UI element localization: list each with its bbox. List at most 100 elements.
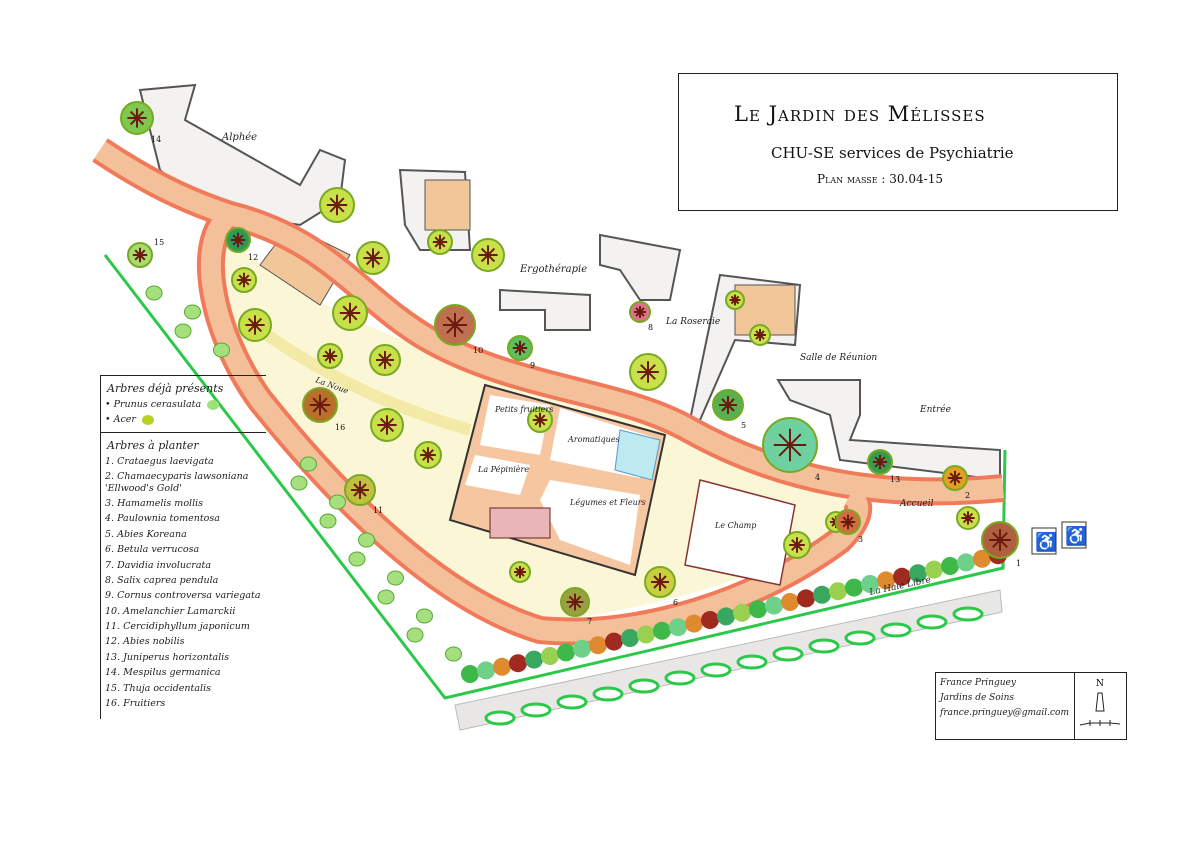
- prunus-shrub: [329, 494, 346, 510]
- tree-canopy-mark: [947, 470, 963, 486]
- legend-plant-item: 11. Cercidiphyllum japonicum: [105, 621, 250, 633]
- hedge-shrub: [845, 578, 863, 597]
- legend-plant-item: 1. Crataegus laevigata: [105, 455, 214, 467]
- tree-number-label: 13: [890, 475, 900, 484]
- prunus-shrub: [213, 342, 230, 358]
- legend-plant-item: 14. Mespilus germanica: [105, 667, 221, 679]
- street-shrub: [808, 638, 840, 654]
- tree-canopy-mark: [376, 351, 394, 369]
- tree-canopy-mark: [309, 394, 331, 416]
- tree-number-label: 5: [741, 421, 746, 430]
- prunus-shrub: [406, 627, 424, 643]
- street-shrub: [772, 646, 804, 662]
- hedge-shrub: [861, 575, 879, 593]
- legend-plant-item: 12. Abies nobilis: [105, 636, 185, 648]
- tree-number-label: 10: [473, 346, 483, 355]
- street-shrub: [880, 622, 912, 638]
- designer-name: France Pringuey: [940, 678, 1016, 688]
- tree-canopy-mark: [514, 566, 526, 578]
- prunus-shrub: [290, 475, 308, 491]
- hedge-shrub: [621, 629, 639, 647]
- legend-existing-item: • Prunus cerasulata: [105, 399, 266, 410]
- tree-canopy-mark: [478, 245, 498, 265]
- north-arrow-icon: [1079, 692, 1121, 726]
- svg-text:♿: ♿: [1035, 531, 1057, 553]
- prunus-shrub: [416, 608, 433, 624]
- street-shrub: [664, 670, 696, 686]
- prunus-shrub: [358, 532, 375, 548]
- legend-plant-item: 13. Juniperus horizontalis: [105, 651, 230, 663]
- street-shrub: [556, 694, 588, 710]
- building-courtyard: [424, 179, 471, 231]
- hedge-shrub: [797, 589, 815, 608]
- tree-number-label: 15: [154, 238, 164, 247]
- road-strip: [454, 589, 1003, 731]
- prunus-shrub: [348, 551, 366, 567]
- secondary-path: [256, 325, 472, 436]
- tree-canopy-mark: [351, 481, 369, 499]
- legend-existing-item: • Acer: [105, 414, 266, 425]
- garden-subtitle: CHU-SE services de Psychiatrie: [771, 144, 1014, 162]
- street-shrub: [952, 606, 984, 622]
- zone-label-petits-fruits: Petits fruitiers: [494, 405, 553, 414]
- tree-canopy-mark: [637, 361, 659, 383]
- street-shrub: [736, 654, 768, 670]
- signature-block: France Pringuey Jardins de Soins france.…: [935, 672, 1127, 740]
- tree-canopy-mark: [512, 340, 528, 356]
- zone-label-salle: Salle de Réunion: [800, 352, 877, 363]
- legend-plant-item: 8. Salix caprea pendula: [105, 574, 219, 586]
- north-arrow-label: N: [1096, 679, 1104, 689]
- tree-canopy-mark: [230, 232, 246, 248]
- tree-canopy-mark: [634, 306, 646, 318]
- tree-number-label: 2: [965, 491, 970, 500]
- tree-canopy-mark: [789, 537, 805, 553]
- tree-canopy-mark: [322, 348, 338, 364]
- hedge-shrub: [733, 603, 751, 622]
- tree-number-label: 8: [648, 323, 653, 332]
- garden-title: Le Jardin des Mélisses: [734, 102, 986, 126]
- hedge-shrub: [557, 643, 575, 662]
- tree-canopy-mark: [773, 428, 807, 462]
- hedge-shrub: [973, 549, 991, 568]
- prunus-shrub: [387, 570, 404, 586]
- tree-canopy-mark: [236, 272, 252, 288]
- tree-canopy-mark: [377, 415, 397, 435]
- prunus-shrub: [377, 589, 395, 605]
- zone-label-champ: Le Champ: [714, 521, 756, 530]
- tree-canopy-mark: [989, 529, 1011, 551]
- plan-date: Plan masse : 30.04-15: [817, 172, 943, 186]
- hedge-shrub: [925, 560, 943, 579]
- trees: [120, 101, 1019, 662]
- legend-plant-item: 6. Betula verrucosa: [105, 544, 200, 556]
- hedge-shrub: [637, 625, 655, 644]
- prunus-shrub: [174, 323, 192, 339]
- tree-canopy-mark: [961, 511, 975, 525]
- street-shrub: [916, 614, 948, 630]
- hedge-shrub: [605, 632, 623, 651]
- tree-number-label: 6: [673, 598, 678, 607]
- prunus-shrub: [145, 285, 163, 301]
- tree-legend: Arbres déjà présents • Prunus cerasulata…: [100, 375, 266, 720]
- tree-canopy-mark: [245, 315, 265, 335]
- tree-number-label: 7: [587, 617, 592, 626]
- tree-canopy-mark: [432, 234, 448, 250]
- legend-to-plant-heading: Arbres à planter: [107, 438, 199, 452]
- hedge-shrub: [589, 636, 607, 655]
- zone-label-pepiniere: La Pépinière: [477, 465, 529, 474]
- hedge-shrub: [477, 661, 495, 680]
- legend-plant-item: 16. Fruitiers: [105, 698, 166, 710]
- legend-plant-item: 2. Chamaecyparis lawsoniana 'Ellwood's G…: [105, 471, 249, 494]
- hedge-shrub: [877, 571, 895, 590]
- title-block: Le Jardin des Mélisses CHU-SE services d…: [678, 73, 1118, 211]
- tree-canopy-mark: [127, 108, 147, 128]
- legend-plant-item: 3. Hamamelis mollis: [105, 497, 204, 509]
- svg-text:♿: ♿: [1065, 525, 1087, 547]
- legend-plant-item: 9. Cornus controversa variegata: [105, 590, 261, 602]
- hedge-shrub: [701, 611, 719, 629]
- designer-company: Jardins de Soins: [940, 693, 1015, 703]
- field: [684, 479, 796, 586]
- zone-label-accueil: Accueil: [899, 499, 934, 509]
- tree-canopy-mark: [326, 194, 348, 216]
- wheelchair-icon: ♿ ♿: [1031, 521, 1087, 555]
